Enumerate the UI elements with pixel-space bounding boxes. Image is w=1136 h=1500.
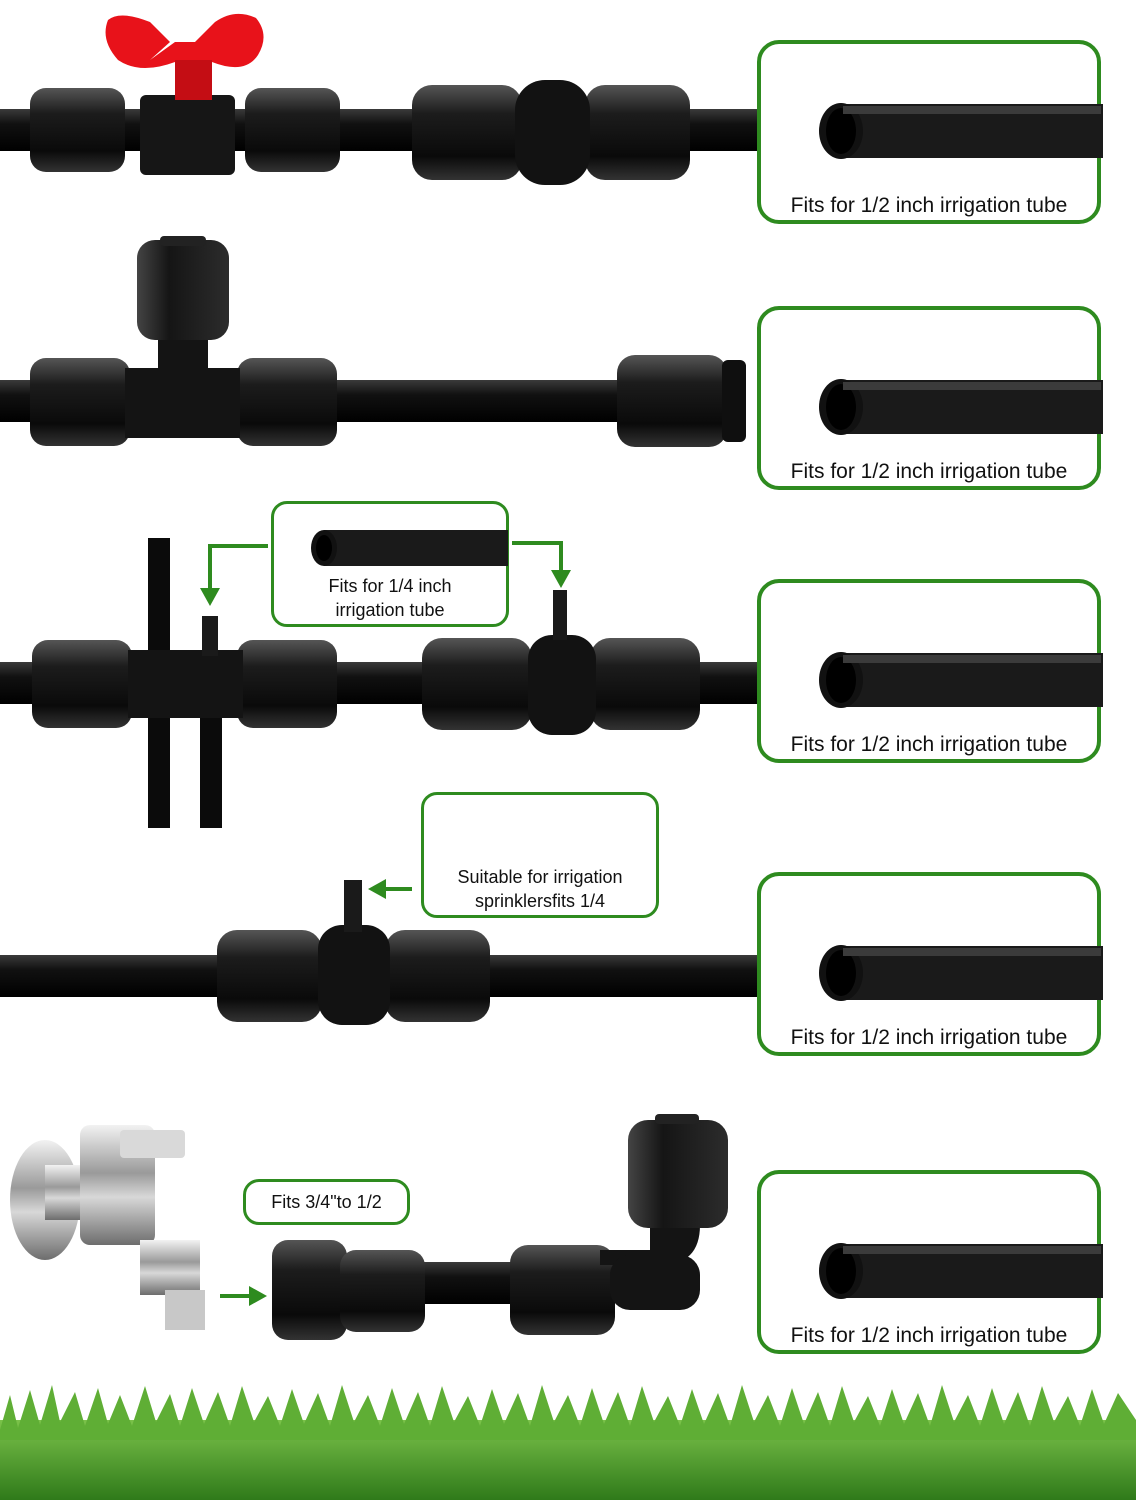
sprinkler-line1: Suitable for irrigation (457, 867, 623, 887)
callout-row3: Fits for 1/2 inch irrigation tube (757, 579, 1103, 763)
callout-row1: Fits for 1/2 inch irrigation tube (757, 40, 1103, 224)
faucet-adapter-label: Fits 3/4"to 1/2 (271, 1192, 382, 1212)
callout-caption: Fits for 1/2 inch irrigation tube (790, 1324, 1068, 1347)
tube-icon (819, 1243, 1103, 1299)
quarter-tube-line2: irrigation tube (335, 600, 445, 620)
quarter-tube-line1: Fits for 1/4 inch (328, 576, 452, 596)
sprinkler-line2: sprinklersfits 1/4 (474, 891, 606, 911)
row1-fittings (0, 13, 760, 185)
callout-row5: Fits for 1/2 inch irrigation tube (757, 1170, 1103, 1354)
row2-fittings (0, 236, 746, 447)
grass-footer (0, 1385, 1136, 1500)
tube-icon (819, 652, 1103, 708)
callout-row2: Fits for 1/2 inch irrigation tube (757, 306, 1103, 490)
quarter-inch-tube-callout: Fits for 1/4 inch irrigation tube (271, 501, 509, 627)
row5-fittings (10, 1114, 728, 1340)
tube-icon (819, 103, 1103, 159)
callout-caption: Fits for 1/2 inch irrigation tube (790, 460, 1068, 483)
tube-icon (819, 945, 1103, 1001)
tube-icon (819, 379, 1103, 435)
row4-fittings (0, 815, 760, 1025)
callout-caption: Fits for 1/2 inch irrigation tube (790, 194, 1068, 217)
arrow-heads (200, 570, 571, 1306)
faucet-adapter-callout: Fits 3/4"to 1/2 (243, 1179, 410, 1225)
callout-caption: Fits for 1/2 inch irrigation tube (790, 733, 1068, 756)
callout-caption: Fits for 1/2 inch irrigation tube (790, 1026, 1068, 1049)
row3-fittings (0, 538, 760, 828)
small-tube-icon (311, 530, 508, 566)
sprinkler-callout: Suitable for irrigation sprinklersfits 1… (421, 792, 659, 918)
callout-row4: Fits for 1/2 inch irrigation tube (757, 872, 1103, 1056)
connector-arrows (208, 541, 563, 1298)
